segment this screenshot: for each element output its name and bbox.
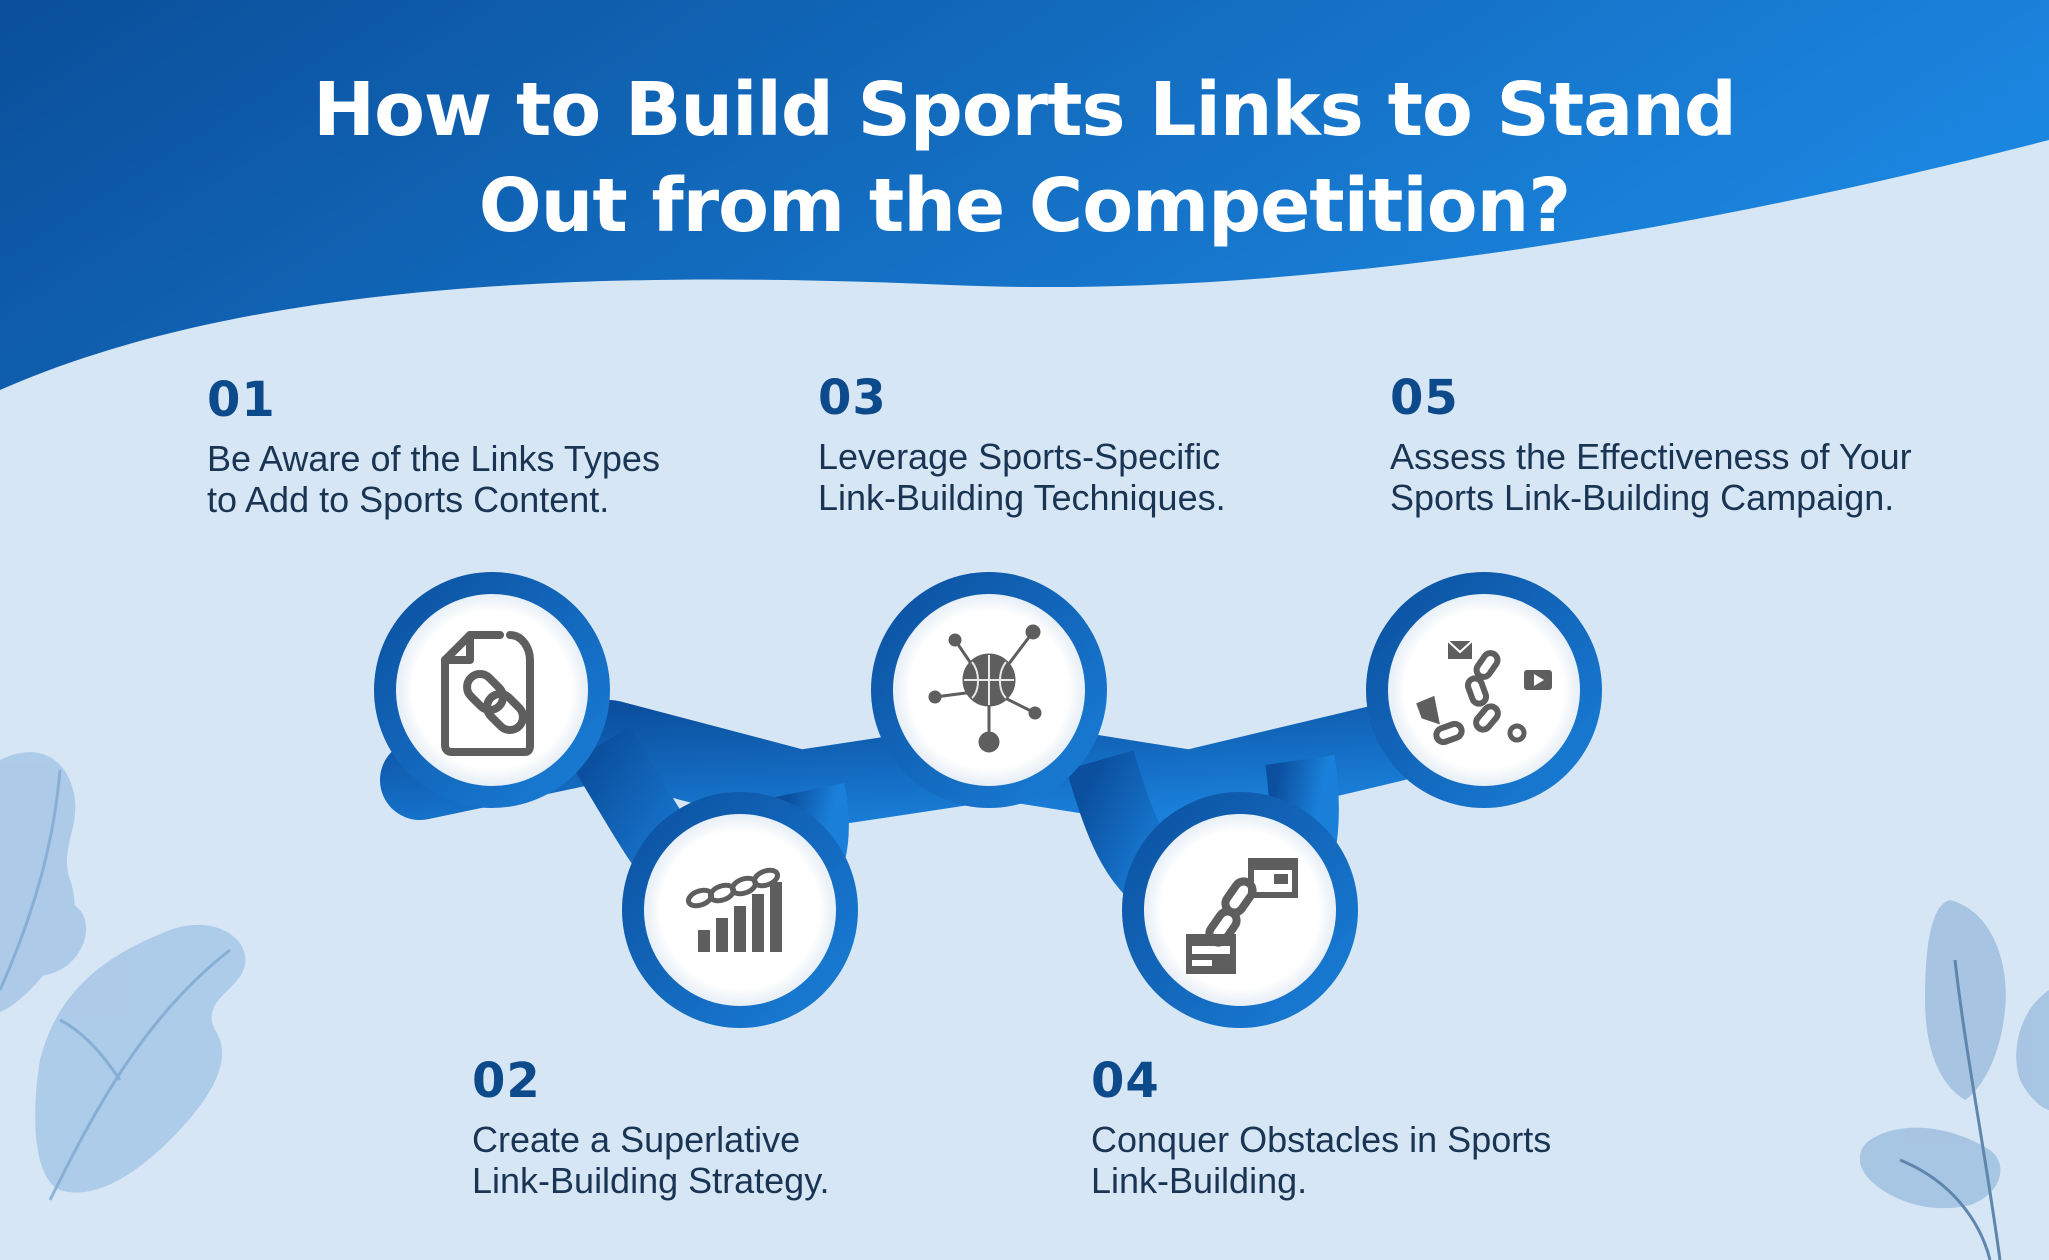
step-number: 04 xyxy=(1091,1053,1160,1109)
step-description-line-1: Conquer Obstacles in Sports xyxy=(1091,1119,1552,1160)
step-description-line-2: to Add to Sports Content. xyxy=(207,479,610,520)
chain-bar-chart-icon xyxy=(685,867,782,952)
step-description: Assess the Effectiveness of Your Sports … xyxy=(1390,436,1912,518)
step-number: 05 xyxy=(1390,370,1459,426)
document-link-icon xyxy=(441,631,534,756)
step-number: 03 xyxy=(818,370,887,426)
basketball-network-icon xyxy=(928,624,1042,753)
step-description: Be Aware of the Links Types to Add to Sp… xyxy=(207,438,660,520)
header-wave xyxy=(0,0,2049,390)
left-leaf-decoration xyxy=(0,752,246,1193)
step-number: 02 xyxy=(472,1053,541,1109)
step-description: Conquer Obstacles in Sports Link-Buildin… xyxy=(1091,1119,1551,1201)
step-description-line-2: Sports Link-Building Campaign. xyxy=(1390,477,1895,518)
step-description: Create a Superlative Link-Building Strat… xyxy=(472,1119,830,1201)
broken-link-cards-icon xyxy=(1186,858,1298,974)
step-05: 05 Assess the Effectiveness of Your Spor… xyxy=(1390,370,1912,518)
step-01: 01 Be Aware of the Links Types to Add to… xyxy=(207,372,660,520)
step-description-line-1: Leverage Sports-Specific xyxy=(818,436,1221,477)
step-description-line-2: Link-Building. xyxy=(1091,1160,1308,1201)
title-line-2: Out from the Competition? xyxy=(478,163,1571,249)
step-04: 04 Conquer Obstacles in Sports Link-Buil… xyxy=(1091,1053,1551,1201)
step-03: 03 Leverage Sports-Specific Link-Buildin… xyxy=(818,370,1226,518)
step-02: 02 Create a Superlative Link-Building St… xyxy=(472,1053,830,1201)
step-description-line-2: Link-Building Techniques. xyxy=(818,477,1226,518)
step-description-line-1: Assess the Effectiveness of Your xyxy=(1390,436,1912,477)
node-01 xyxy=(396,594,588,786)
step-number: 01 xyxy=(207,372,276,428)
step-description: Leverage Sports-Specific Link-Building T… xyxy=(818,436,1226,518)
step-description-line-2: Link-Building Strategy. xyxy=(472,1160,830,1201)
chain-media-icon xyxy=(1416,640,1552,746)
step-description-line-1: Be Aware of the Links Types xyxy=(207,438,660,479)
right-leaf-decoration xyxy=(1859,900,2049,1209)
title-line-1: How to Build Sports Links to Stand xyxy=(313,67,1737,153)
page-title: How to Build Sports Links to Stand Out f… xyxy=(0,62,2049,254)
step-description-line-1: Create a Superlative xyxy=(472,1119,801,1160)
